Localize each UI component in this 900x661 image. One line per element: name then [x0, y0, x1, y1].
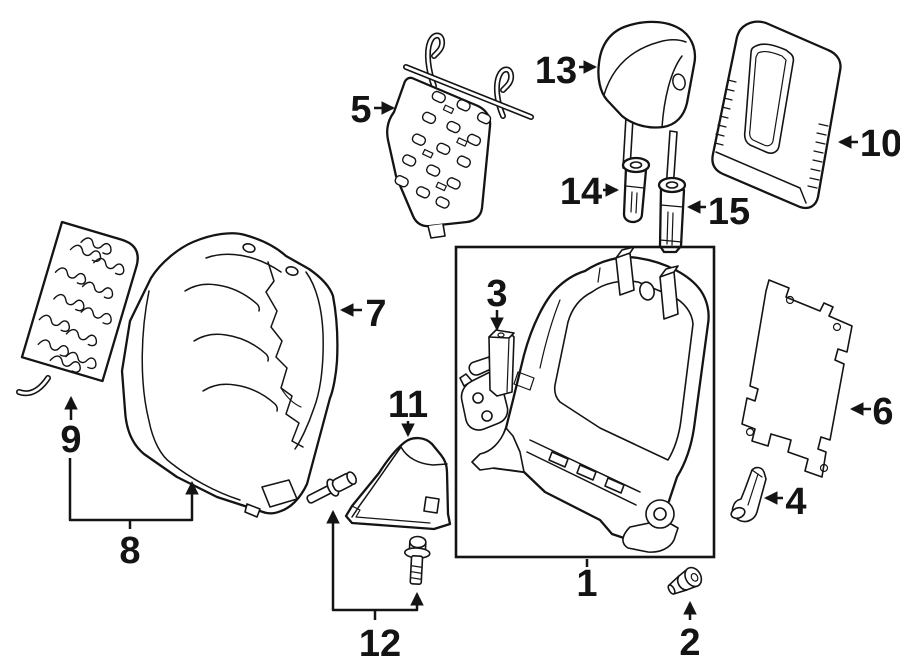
callout-2-label: 2: [679, 622, 700, 661]
callout-14[interactable]: 14: [560, 171, 620, 213]
callout-12-label: 12: [359, 623, 401, 661]
callout-12[interactable]: 12: [326, 509, 424, 661]
part-4-clip: [730, 466, 767, 523]
part-15-headrest-guide: [657, 176, 687, 254]
callout-7[interactable]: 7: [339, 293, 387, 335]
part-12-bolt-vertical: [403, 535, 431, 585]
callout-6-label: 6: [872, 391, 893, 433]
callout-13[interactable]: 13: [535, 50, 598, 92]
callout-8[interactable]: 8: [68, 458, 199, 572]
part-7-seatback-cover: [120, 232, 339, 518]
callout-1-label: 1: [576, 563, 597, 605]
callout-1[interactable]: 1: [576, 559, 598, 605]
part-1-seatback-frame: [471, 246, 710, 553]
callout-10-label: 10: [860, 123, 900, 165]
callout-9[interactable]: 9: [60, 395, 82, 461]
panel-hatch-right: [807, 123, 829, 189]
callout-14-label: 14: [560, 171, 602, 213]
callout-15-label: 15: [708, 191, 750, 233]
callout-8-label: 8: [119, 530, 140, 572]
callout-10[interactable]: 10: [837, 123, 900, 165]
part-1-frame-box: [454, 245, 716, 559]
part-12-bolt-horizontal: [306, 471, 358, 504]
callout-13-label: 13: [535, 50, 577, 92]
panel-hatch-left: [714, 79, 737, 146]
part-5-suspension-mat: [386, 32, 534, 239]
callout-15[interactable]: 15: [686, 191, 750, 233]
callout-2[interactable]: 2: [679, 600, 701, 661]
callout-3[interactable]: 3: [486, 273, 508, 332]
part-13-headrest: [597, 20, 697, 191]
part-3-lock-actuator: [459, 329, 515, 431]
part-9-heater-pad: [16, 220, 139, 397]
callout-6[interactable]: 6: [849, 391, 894, 433]
part-2-screw: [667, 566, 703, 595]
callout-5-label: 5: [350, 89, 371, 131]
callout-5[interactable]: 5: [350, 89, 396, 131]
callout-4[interactable]: 4: [763, 481, 807, 523]
part-14-headrest-guide: [621, 156, 651, 224]
part-6-back-board: [741, 279, 853, 478]
part-10-back-panel: [711, 20, 842, 210]
callout-11[interactable]: 11: [388, 384, 428, 438]
callout-11-label: 11: [388, 384, 428, 426]
callout-7-label: 7: [365, 293, 386, 335]
callout-4-label: 4: [785, 481, 806, 523]
callout-9-label: 9: [60, 419, 81, 461]
part-11-side-shield: [344, 436, 452, 531]
callout-3-label: 3: [486, 273, 507, 315]
